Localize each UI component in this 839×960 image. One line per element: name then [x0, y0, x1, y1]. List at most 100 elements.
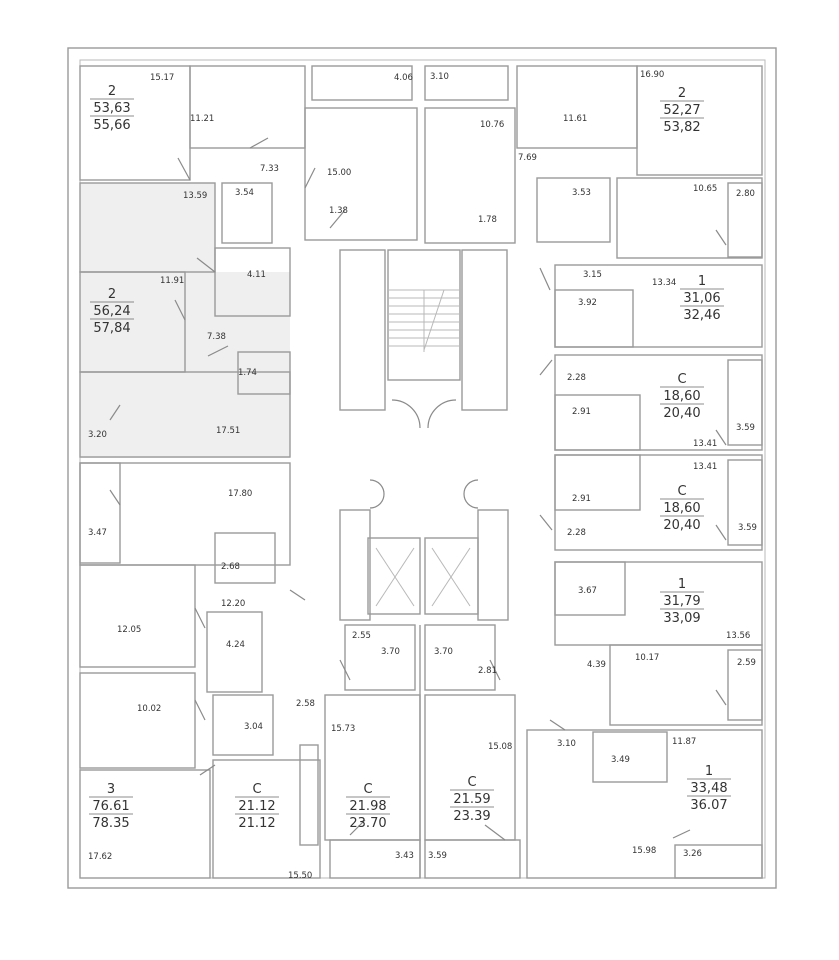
- svg-text:23.70: 23.70: [349, 816, 386, 831]
- room-area: 10.02: [137, 704, 161, 714]
- room-area: 3.10: [557, 739, 576, 749]
- room-area: 2.91: [572, 494, 591, 504]
- unit-label[interactable]: С 18,60 20,40: [660, 484, 704, 533]
- unit-label[interactable]: 1 33,48 36.07: [687, 764, 731, 813]
- room-area: 13.59: [183, 191, 207, 201]
- svg-text:18,60: 18,60: [663, 389, 700, 404]
- outer-walls: [67, 47, 777, 889]
- room-area: 2.59: [737, 658, 756, 668]
- unit-label[interactable]: С 21.12 21.12: [235, 782, 279, 831]
- room-area: 3.04: [244, 722, 263, 732]
- room-area: 3.20: [88, 430, 107, 440]
- room-area: 10.76: [480, 120, 504, 130]
- room-area: 13.41: [693, 439, 717, 449]
- svg-text:53,63: 53,63: [93, 101, 130, 116]
- svg-text:С: С: [677, 484, 686, 499]
- room-area: 2.68: [221, 562, 240, 572]
- svg-text:56,24: 56,24: [93, 304, 130, 319]
- room-area: 4.11: [247, 270, 266, 280]
- svg-text:21.59: 21.59: [453, 792, 490, 807]
- room-area: 13.34: [652, 278, 676, 288]
- room-area: 3.47: [88, 528, 107, 538]
- svg-text:57,84: 57,84: [93, 321, 130, 336]
- room-area: 12.05: [117, 625, 141, 635]
- room-area: 17.62: [88, 852, 112, 862]
- room-areas: 15.17 11.21 4.06 7.33 15.00 3.54 1.38 13…: [88, 70, 757, 881]
- room-area: 15.98: [632, 846, 656, 856]
- unit-label[interactable]: С 18,60 20,40: [660, 372, 704, 421]
- room-area: 10.65: [693, 184, 717, 194]
- room-area: 15.08: [488, 742, 512, 752]
- room-area: 3.10: [430, 72, 449, 82]
- room-area: 7.33: [260, 164, 279, 174]
- unit-label[interactable]: С 21.59 23.39: [450, 775, 494, 824]
- room-area: 3.59: [428, 851, 447, 861]
- room-area: 3.70: [381, 647, 400, 657]
- staircase: [387, 249, 461, 381]
- unit-label[interactable]: 3 76.61 78.35: [89, 782, 133, 831]
- room-area: 15.00: [327, 168, 351, 178]
- room-area: 4.39: [587, 660, 606, 670]
- svg-text:18,60: 18,60: [663, 501, 700, 516]
- svg-text:2: 2: [678, 86, 686, 101]
- svg-text:76.61: 76.61: [92, 799, 129, 814]
- room-area: 11.87: [672, 737, 696, 747]
- svg-text:С: С: [677, 372, 686, 387]
- room-area: 16.90: [640, 70, 664, 80]
- svg-text:36.07: 36.07: [690, 798, 727, 813]
- room-area: 11.21: [190, 114, 214, 124]
- room-area: 1.78: [478, 215, 497, 225]
- room-area: 3.59: [736, 423, 755, 433]
- room-area: 17.51: [216, 426, 240, 436]
- svg-text:2: 2: [108, 287, 116, 302]
- room-area: 2.28: [567, 373, 586, 383]
- doors: [109, 137, 727, 841]
- svg-text:1: 1: [698, 274, 706, 289]
- svg-text:1: 1: [678, 577, 686, 592]
- room-area: 11.61: [563, 114, 587, 124]
- room-area: 1.38: [329, 206, 348, 216]
- building-core: [339, 249, 509, 878]
- unit-label[interactable]: С 21.98 23.70: [346, 782, 390, 831]
- unit-label[interactable]: 1 31,06 32,46: [680, 274, 724, 323]
- svg-text:С: С: [252, 782, 261, 797]
- room-area: 3.49: [611, 755, 630, 765]
- svg-text:31,06: 31,06: [683, 291, 720, 306]
- room-area: 3.54: [235, 188, 254, 198]
- svg-text:20,40: 20,40: [663, 518, 700, 533]
- room-area: 3.92: [578, 298, 597, 308]
- room-area: 7.69: [518, 153, 537, 163]
- room-area: 2.58: [296, 699, 315, 709]
- svg-text:1: 1: [705, 764, 713, 779]
- room-area: 3.43: [395, 851, 414, 861]
- room-area: 2.81: [478, 666, 497, 676]
- room-area: 17.80: [228, 489, 252, 499]
- elevator-right: [424, 537, 479, 615]
- svg-text:33,48: 33,48: [690, 781, 727, 796]
- unit-label[interactable]: 1 31,79 33,09: [660, 577, 704, 626]
- svg-text:С: С: [467, 775, 476, 790]
- svg-text:С: С: [363, 782, 372, 797]
- room-area: 12.20: [221, 599, 245, 609]
- room-area: 3.59: [738, 523, 757, 533]
- room-area: 13.56: [726, 631, 750, 641]
- room-area: 4.06: [394, 73, 413, 83]
- stair-steps: [388, 289, 460, 352]
- unit-label[interactable]: 2 52,27 53,82: [660, 86, 704, 135]
- room-area: 2.28: [567, 528, 586, 538]
- svg-text:31,79: 31,79: [663, 594, 700, 609]
- room-area: 7.38: [207, 332, 226, 342]
- room-area: 11.91: [160, 276, 184, 286]
- unit-label[interactable]: 2 56,24 57,84: [90, 287, 134, 336]
- svg-text:78.35: 78.35: [92, 816, 129, 831]
- svg-text:2: 2: [108, 84, 116, 99]
- svg-text:21.12: 21.12: [238, 799, 275, 814]
- room-area: 3.70: [434, 647, 453, 657]
- room-area: 1.74: [238, 368, 257, 378]
- room-area: 15.50: [288, 871, 312, 881]
- room-area: 2.91: [572, 407, 591, 417]
- unit-label[interactable]: 2 53,63 55,66: [90, 84, 134, 133]
- room-area: 2.55: [352, 631, 371, 641]
- svg-text:32,46: 32,46: [683, 308, 720, 323]
- room-area: 2.80: [736, 189, 755, 199]
